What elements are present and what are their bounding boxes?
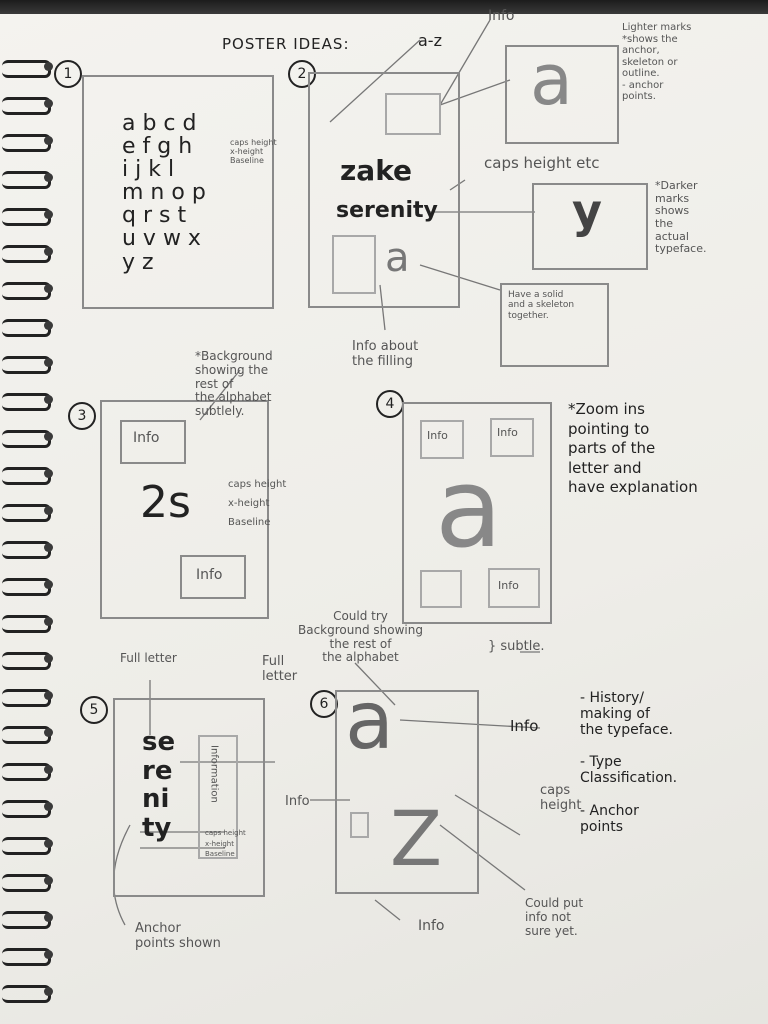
zoom-box-a xyxy=(505,45,619,144)
note-solid-box xyxy=(500,283,609,367)
sketch-5-side-info: Information xyxy=(208,745,220,803)
sketch-number-6: 6 xyxy=(310,690,338,718)
binding-hole xyxy=(44,543,53,552)
sketch-2-frame xyxy=(308,72,460,308)
label-could-put-info: Could put info not sure yet. xyxy=(525,896,584,938)
sketch-3-info-box-2 xyxy=(180,555,246,599)
sketch-3-glyph: 2s xyxy=(140,477,191,528)
sketch-number-1: 1 xyxy=(54,60,82,88)
sketch-3-frame xyxy=(100,400,269,619)
binding-hole xyxy=(44,469,53,478)
label-info-left: Info xyxy=(285,794,310,809)
binding-hole xyxy=(44,839,53,848)
binding-hole xyxy=(44,876,53,885)
binding-hole xyxy=(44,62,53,71)
binding-hole xyxy=(44,765,53,774)
page-title: POSTER IDEAS: xyxy=(222,35,350,53)
sketch-4-info-box-3 xyxy=(488,568,540,608)
sketch-3-info-2: Info xyxy=(196,567,223,583)
binding-hole xyxy=(44,950,53,959)
sketch-number-4: 4 xyxy=(376,390,404,418)
binding-hole xyxy=(44,247,53,256)
sketch-4-glyph: a xyxy=(435,444,503,572)
sketch-6-glyph-z: Z xyxy=(390,794,443,883)
zoom-box-y xyxy=(532,183,648,270)
spiral-binding xyxy=(0,60,60,1024)
sketch-5-frame xyxy=(113,698,265,897)
sketch-2-glyph: a xyxy=(385,235,410,281)
label-anchor-points: Anchor points shown xyxy=(135,921,221,951)
sketch-4-info-box-1 xyxy=(420,420,464,459)
sketch-1-alphabet: a b c d e f g h i j k l m n o p q r s t … xyxy=(122,111,206,275)
sketch-4-frame xyxy=(402,402,552,624)
sketch-6-image-box xyxy=(350,812,369,838)
sketch-4-info-1: Info xyxy=(427,429,448,442)
note-darker-marks: *Darker marks shows the actual typeface. xyxy=(655,179,707,256)
binding-hole xyxy=(44,506,53,515)
label-a-z: a-z xyxy=(418,31,442,50)
sketch-4-note: *Zoom ins pointing to parts of the lette… xyxy=(568,400,698,496)
binding-hole xyxy=(44,802,53,811)
label-subtle: } subtle. xyxy=(488,639,545,654)
zoom-glyph-a: a xyxy=(530,39,573,121)
sketch-2-word-serenity: serenity xyxy=(336,198,438,223)
note-solid-skeleton: Have a solid and a skeleton together. xyxy=(508,290,575,321)
binding-hole xyxy=(44,173,53,182)
sketch-2-info-box xyxy=(385,93,441,135)
sketch-number-5: 5 xyxy=(80,696,108,724)
background-edge xyxy=(0,0,768,14)
sketch-3-metrics: caps height x-height Baseline xyxy=(228,479,287,528)
label-background: Could try Background showing the rest of… xyxy=(298,609,423,665)
label-full-letter-6: Full letter xyxy=(262,654,298,684)
label-caps-height-6: caps height xyxy=(540,783,582,813)
sketch-1-metrics: caps height x-height Baseline xyxy=(230,138,277,166)
label-full-letter-5: Full letter xyxy=(120,651,177,665)
binding-hole xyxy=(44,691,53,700)
binding-hole xyxy=(44,987,53,996)
binding-hole xyxy=(44,654,53,663)
sketch-6-glyph-a: a xyxy=(345,674,395,767)
sketch-number-2: 2 xyxy=(288,60,316,88)
sketch-5-side-box xyxy=(198,735,238,859)
label-caps-height: caps height etc xyxy=(484,154,600,172)
sketch-number-3: 3 xyxy=(68,402,96,430)
sketch-2-word-zake: zake xyxy=(340,154,413,187)
label-info: Info xyxy=(488,8,515,24)
sketch-4-detail-box xyxy=(420,570,462,608)
binding-hole xyxy=(44,136,53,145)
zoom-glyph-y: y xyxy=(572,184,602,238)
binding-hole xyxy=(44,321,53,330)
sketch-6-frame xyxy=(335,690,479,894)
binding-hole xyxy=(44,284,53,293)
label-info-right: Info xyxy=(510,717,539,735)
binding-hole xyxy=(44,580,53,589)
sketch-4-info-2: Info xyxy=(497,426,518,439)
sketch-3-info-1: Info xyxy=(133,430,160,446)
sketch-5-metrics: caps height x-height Baseline xyxy=(205,829,246,858)
binding-hole xyxy=(44,395,53,404)
binding-hole xyxy=(44,728,53,737)
binding-hole xyxy=(44,432,53,441)
label-info-bottom: Info xyxy=(418,918,445,934)
note-info-filling: Info about the filling xyxy=(352,339,419,369)
sketch-3-info-box-1 xyxy=(120,420,186,464)
binding-hole xyxy=(44,913,53,922)
note-lighter-marks: Lighter marks *shows the anchor, skeleto… xyxy=(622,22,692,102)
content-list: - History/ making of the typeface. - Typ… xyxy=(580,690,678,835)
sketch-4-info-3: Info xyxy=(498,579,519,592)
binding-hole xyxy=(44,210,53,219)
sketch-1-frame xyxy=(82,75,274,309)
sketch-5-glyph: se re ni ty xyxy=(142,727,176,843)
binding-hole xyxy=(44,99,53,108)
sketch-2-text-box xyxy=(332,235,376,294)
sketch-4-info-box-2 xyxy=(490,418,534,457)
binding-hole xyxy=(44,358,53,367)
sketch-3-note: *Background showing the rest of the alph… xyxy=(195,349,273,419)
binding-hole xyxy=(44,617,53,626)
